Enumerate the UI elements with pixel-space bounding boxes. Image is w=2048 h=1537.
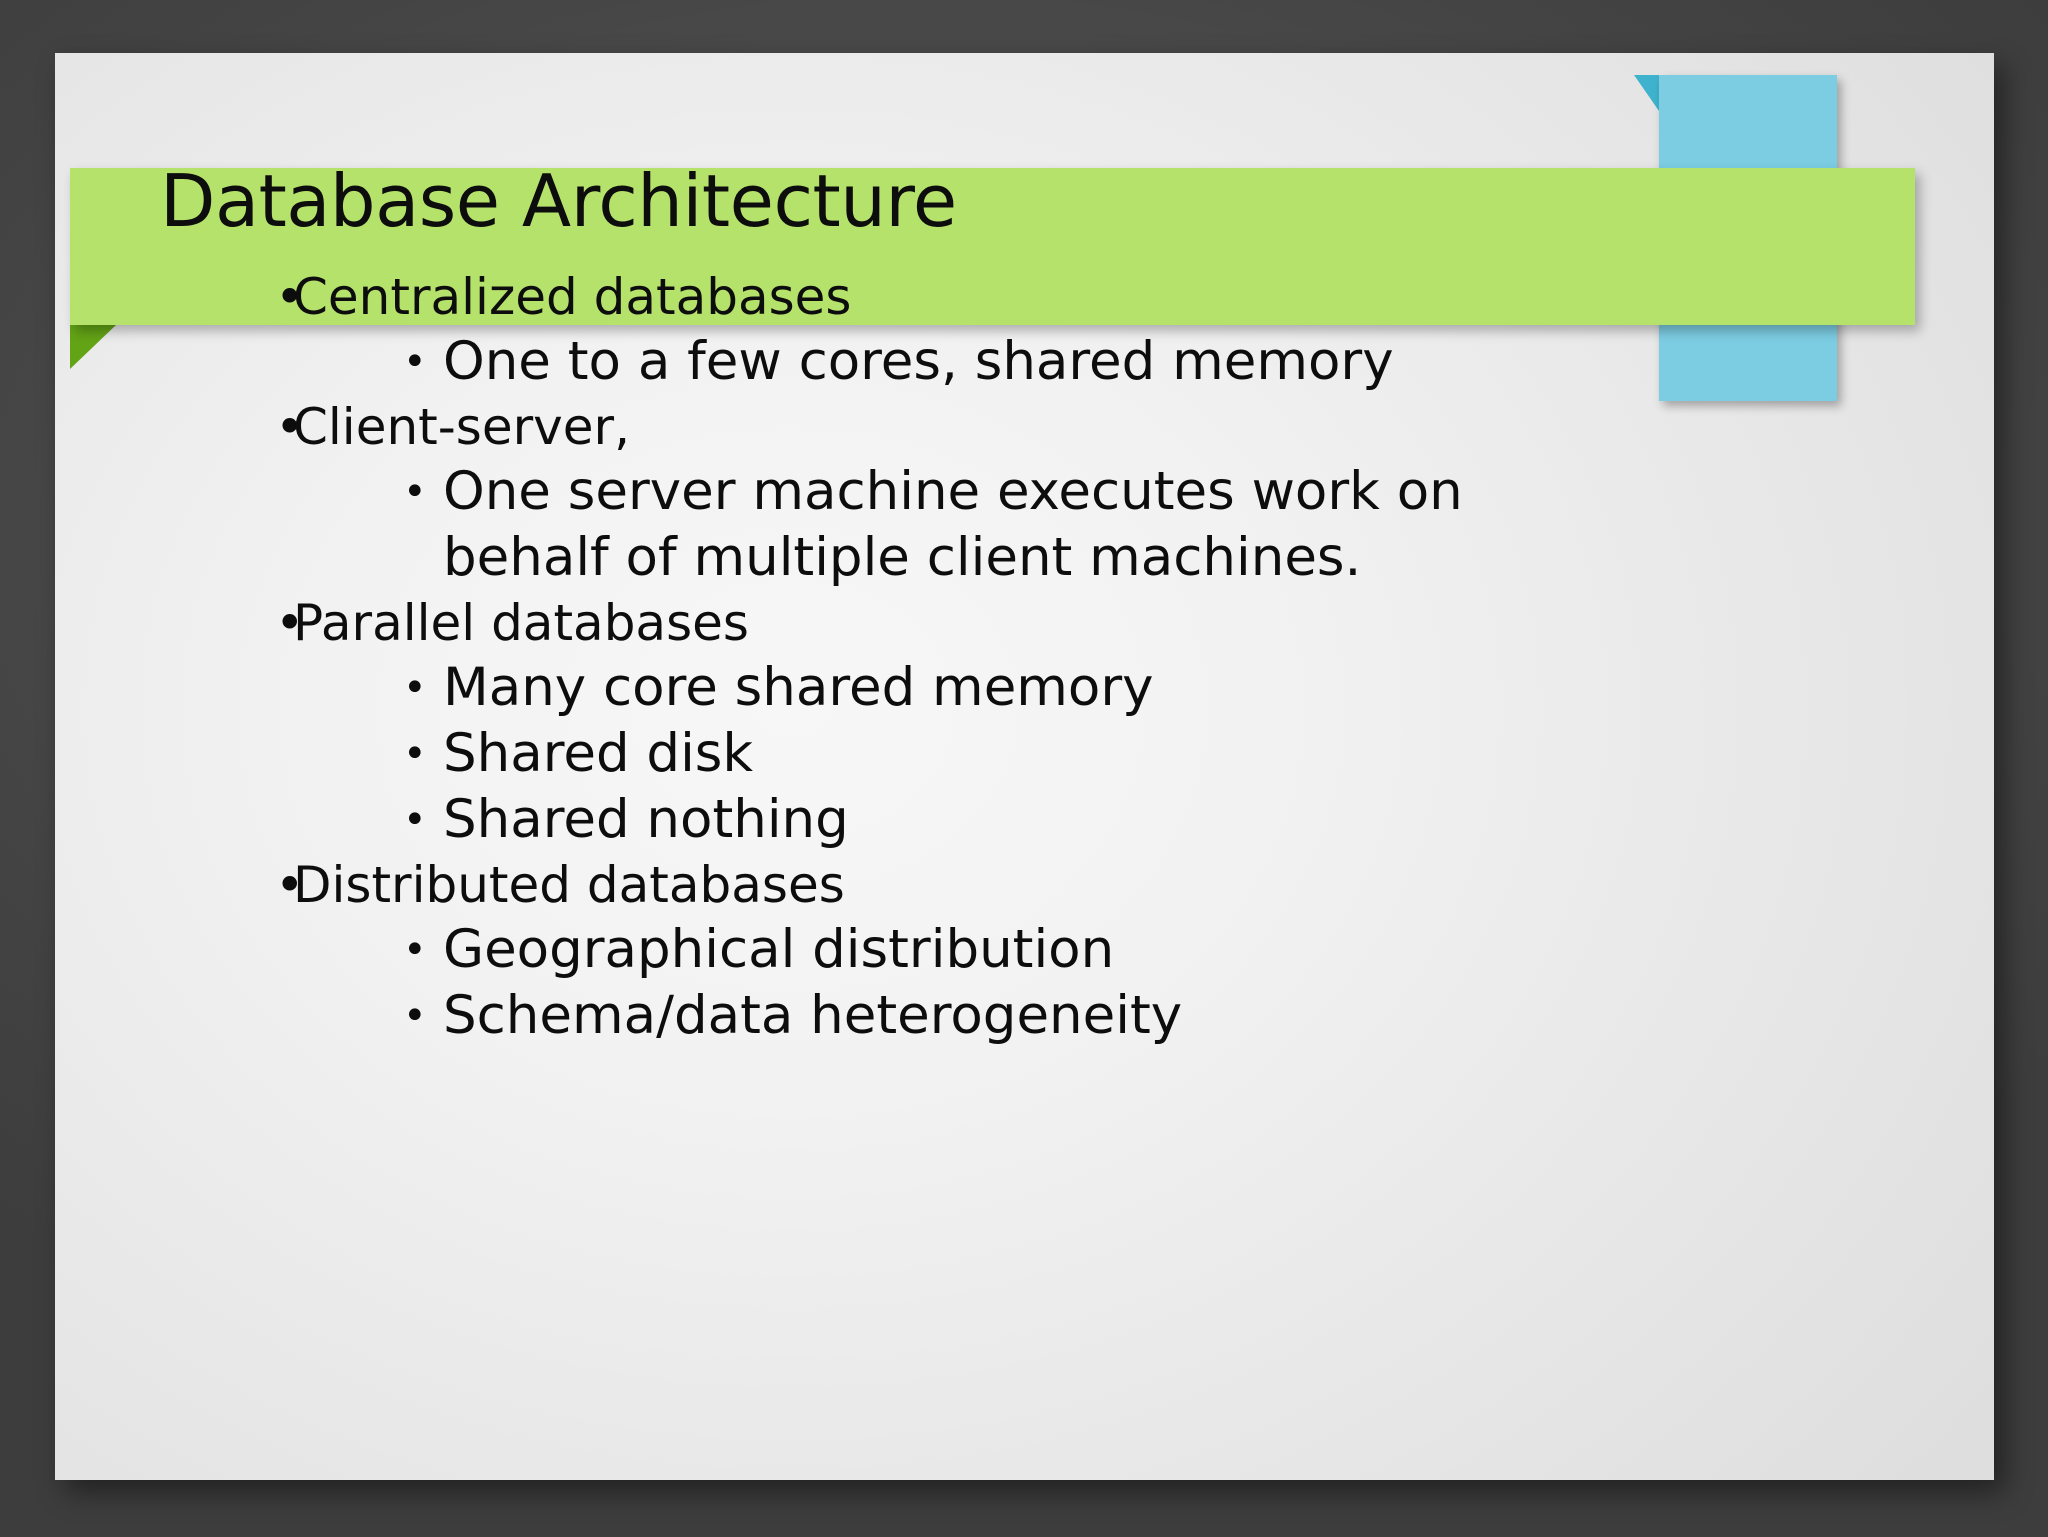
bullet-item-level-1: •Parallel databases [275,591,1835,655]
bullet-item-level-2: • One server machine executes work on beh… [403,459,1835,591]
bullet-marker-icon: • [403,339,427,385]
bullet-text: Many core shared memory [443,657,1154,718]
bullet-text: Distributed databases [293,856,845,914]
bullet-item-level-2: • Schema/data heterogeneity [403,983,1835,1049]
bullet-marker-icon: • [403,993,427,1039]
bullet-text: One server machine executes work on beha… [443,461,1497,588]
bullet-item-level-2: • Many core shared memory [403,655,1835,721]
bullet-text: Client-server, [293,398,630,456]
slide-canvas: Database Architecture •Centralized datab… [55,53,1994,1480]
green-banner-fold-icon [70,325,116,369]
bullet-marker-icon: • [275,594,305,652]
bullet-text: Geographical distribution [443,919,1115,980]
bullet-text: Centralized databases [293,268,852,326]
bullet-marker-icon: • [403,469,427,515]
bullet-item-level-1: •Centralized databases [275,265,1835,329]
slide-body-content: •Centralized databases•One to a few core… [275,265,1835,1049]
blue-ribbon-fold-icon [1634,75,1659,111]
bullet-marker-icon: • [275,398,305,456]
bullet-text: One to a few cores, shared memory [443,331,1394,392]
bullet-marker-icon: • [403,665,427,711]
bullet-item-level-1: •Client-server, [275,395,1835,459]
bullet-marker-icon: • [275,268,305,326]
green-title-banner [70,168,1915,325]
bullet-marker-icon: • [403,927,427,973]
bullet-text: Parallel databases [293,594,749,652]
bullet-text: Shared nothing [443,789,849,850]
bullet-item-level-2: • Shared disk [403,721,1835,787]
bullet-text: Shared disk [443,723,754,784]
bullet-item-level-2: • One to a few cores, shared memory [403,329,1835,395]
bullet-text: Schema/data heterogeneity [443,985,1183,1046]
bullet-item-level-1: •Distributed databases [275,853,1835,917]
bullet-item-level-2: • Geographical distribution [403,917,1835,983]
bullet-marker-icon: • [403,797,427,843]
bullet-item-level-2: • Shared nothing [403,787,1835,853]
bullet-marker-icon: • [403,731,427,777]
bullet-marker-icon: • [275,856,305,914]
